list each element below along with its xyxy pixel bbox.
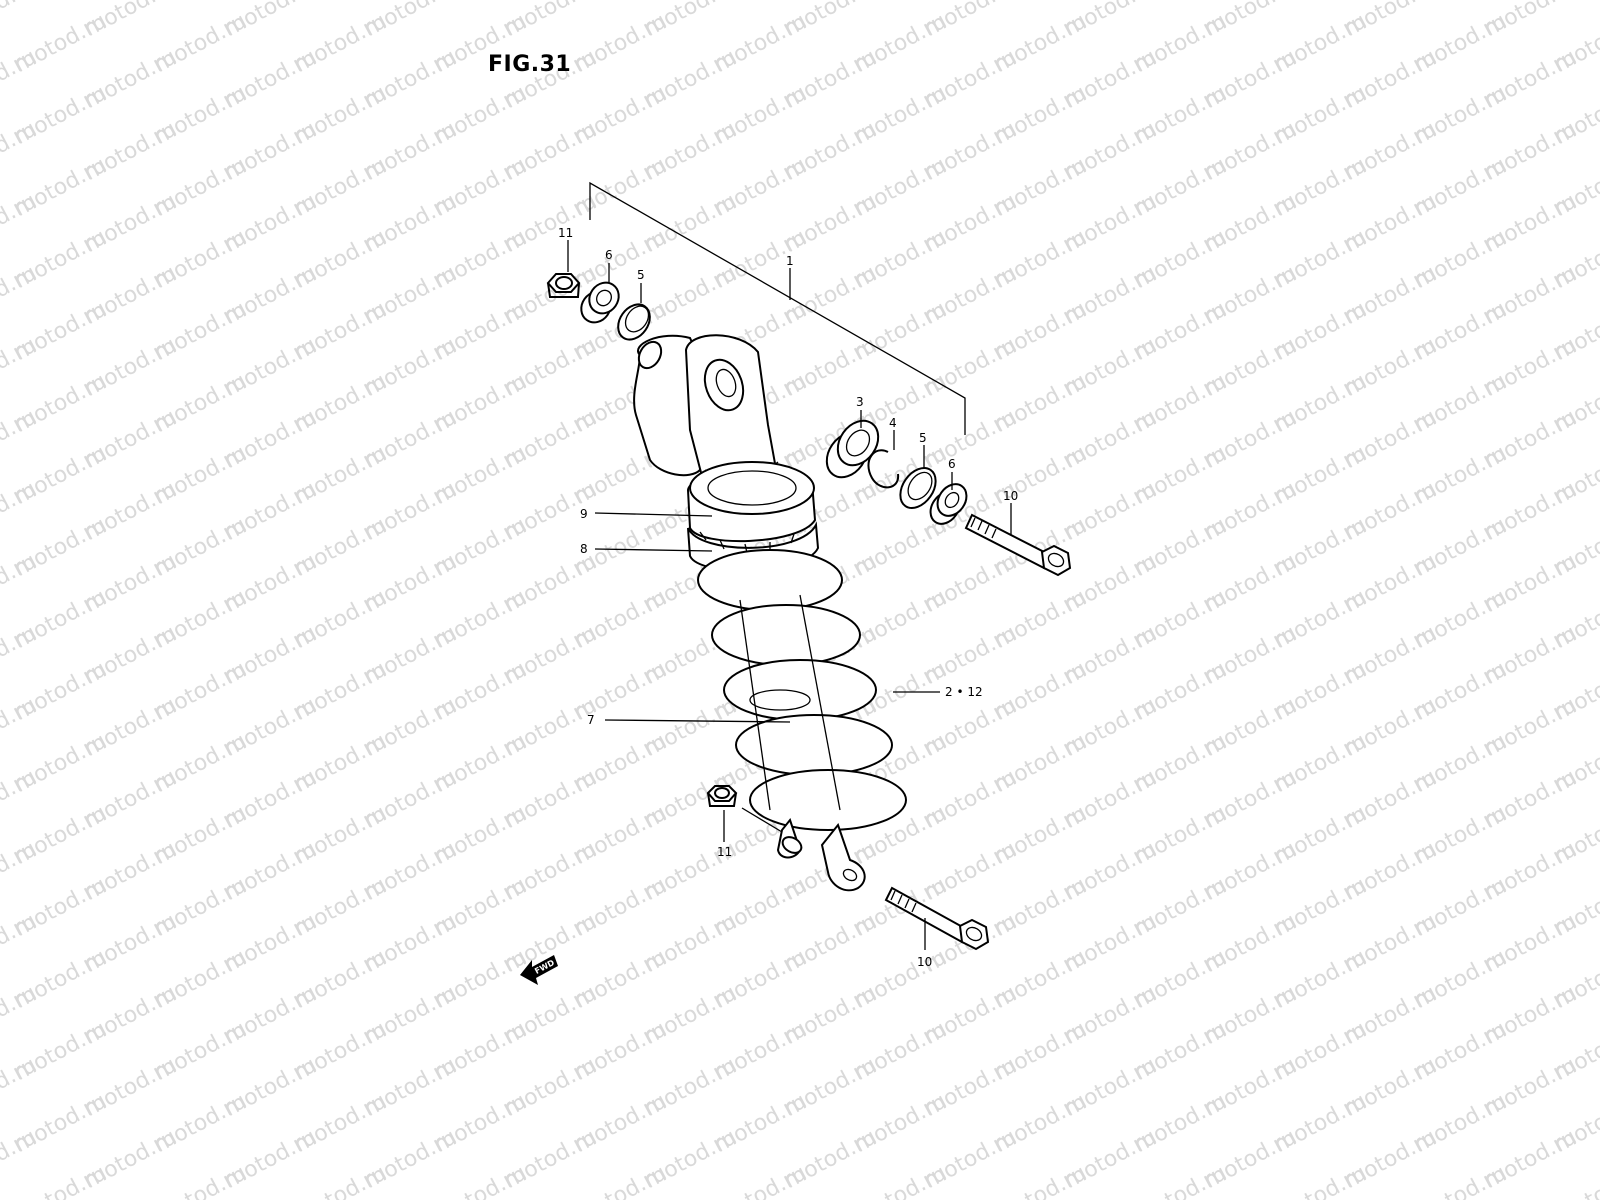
part-coil-spring [697,549,907,831]
callout-2-12: 2 • 12 [945,685,983,699]
callout-1: 1 [786,254,794,268]
assembly-bracket [589,181,966,435]
callout-5-right: 5 [919,431,927,445]
callout-9: 9 [580,507,588,521]
fwd-direction-arrow: FWD [520,955,558,985]
part-nut-11-top [546,273,581,298]
callout-10-top: 10 [1003,489,1018,503]
callout-11-bottom: 11 [717,845,732,859]
callout-6-right: 6 [948,457,956,471]
part-bolt-10-top [964,513,1072,577]
part-seal-5-top [617,303,651,341]
callout-10-bottom: 10 [917,955,932,969]
part-nut-11-bottom [706,785,738,807]
callout-5-top: 5 [637,268,645,282]
part-lower-clevis [741,807,866,892]
part-bushing-6-top [580,281,620,324]
part-seal-5-right [899,467,937,509]
figure-title: FIG.31 [488,52,572,77]
part-collar-3 [825,419,880,479]
callout-labels: 1 11 6 5 3 4 5 6 10 9 8 2 • 12 7 11 10 [558,226,1018,969]
callout-8: 8 [580,542,588,556]
callout-3: 3 [856,395,864,409]
part-bolt-10-bottom [884,886,990,951]
part-bushing-6-right [929,483,968,525]
callout-7: 7 [587,713,595,727]
callout-4: 4 [889,416,897,430]
leader-lines [567,240,1012,950]
part-circlip-4 [867,449,900,489]
callout-6-top: 6 [605,248,613,262]
part-shock-absorber-body [633,334,820,572]
callout-11-top: 11 [558,226,573,240]
